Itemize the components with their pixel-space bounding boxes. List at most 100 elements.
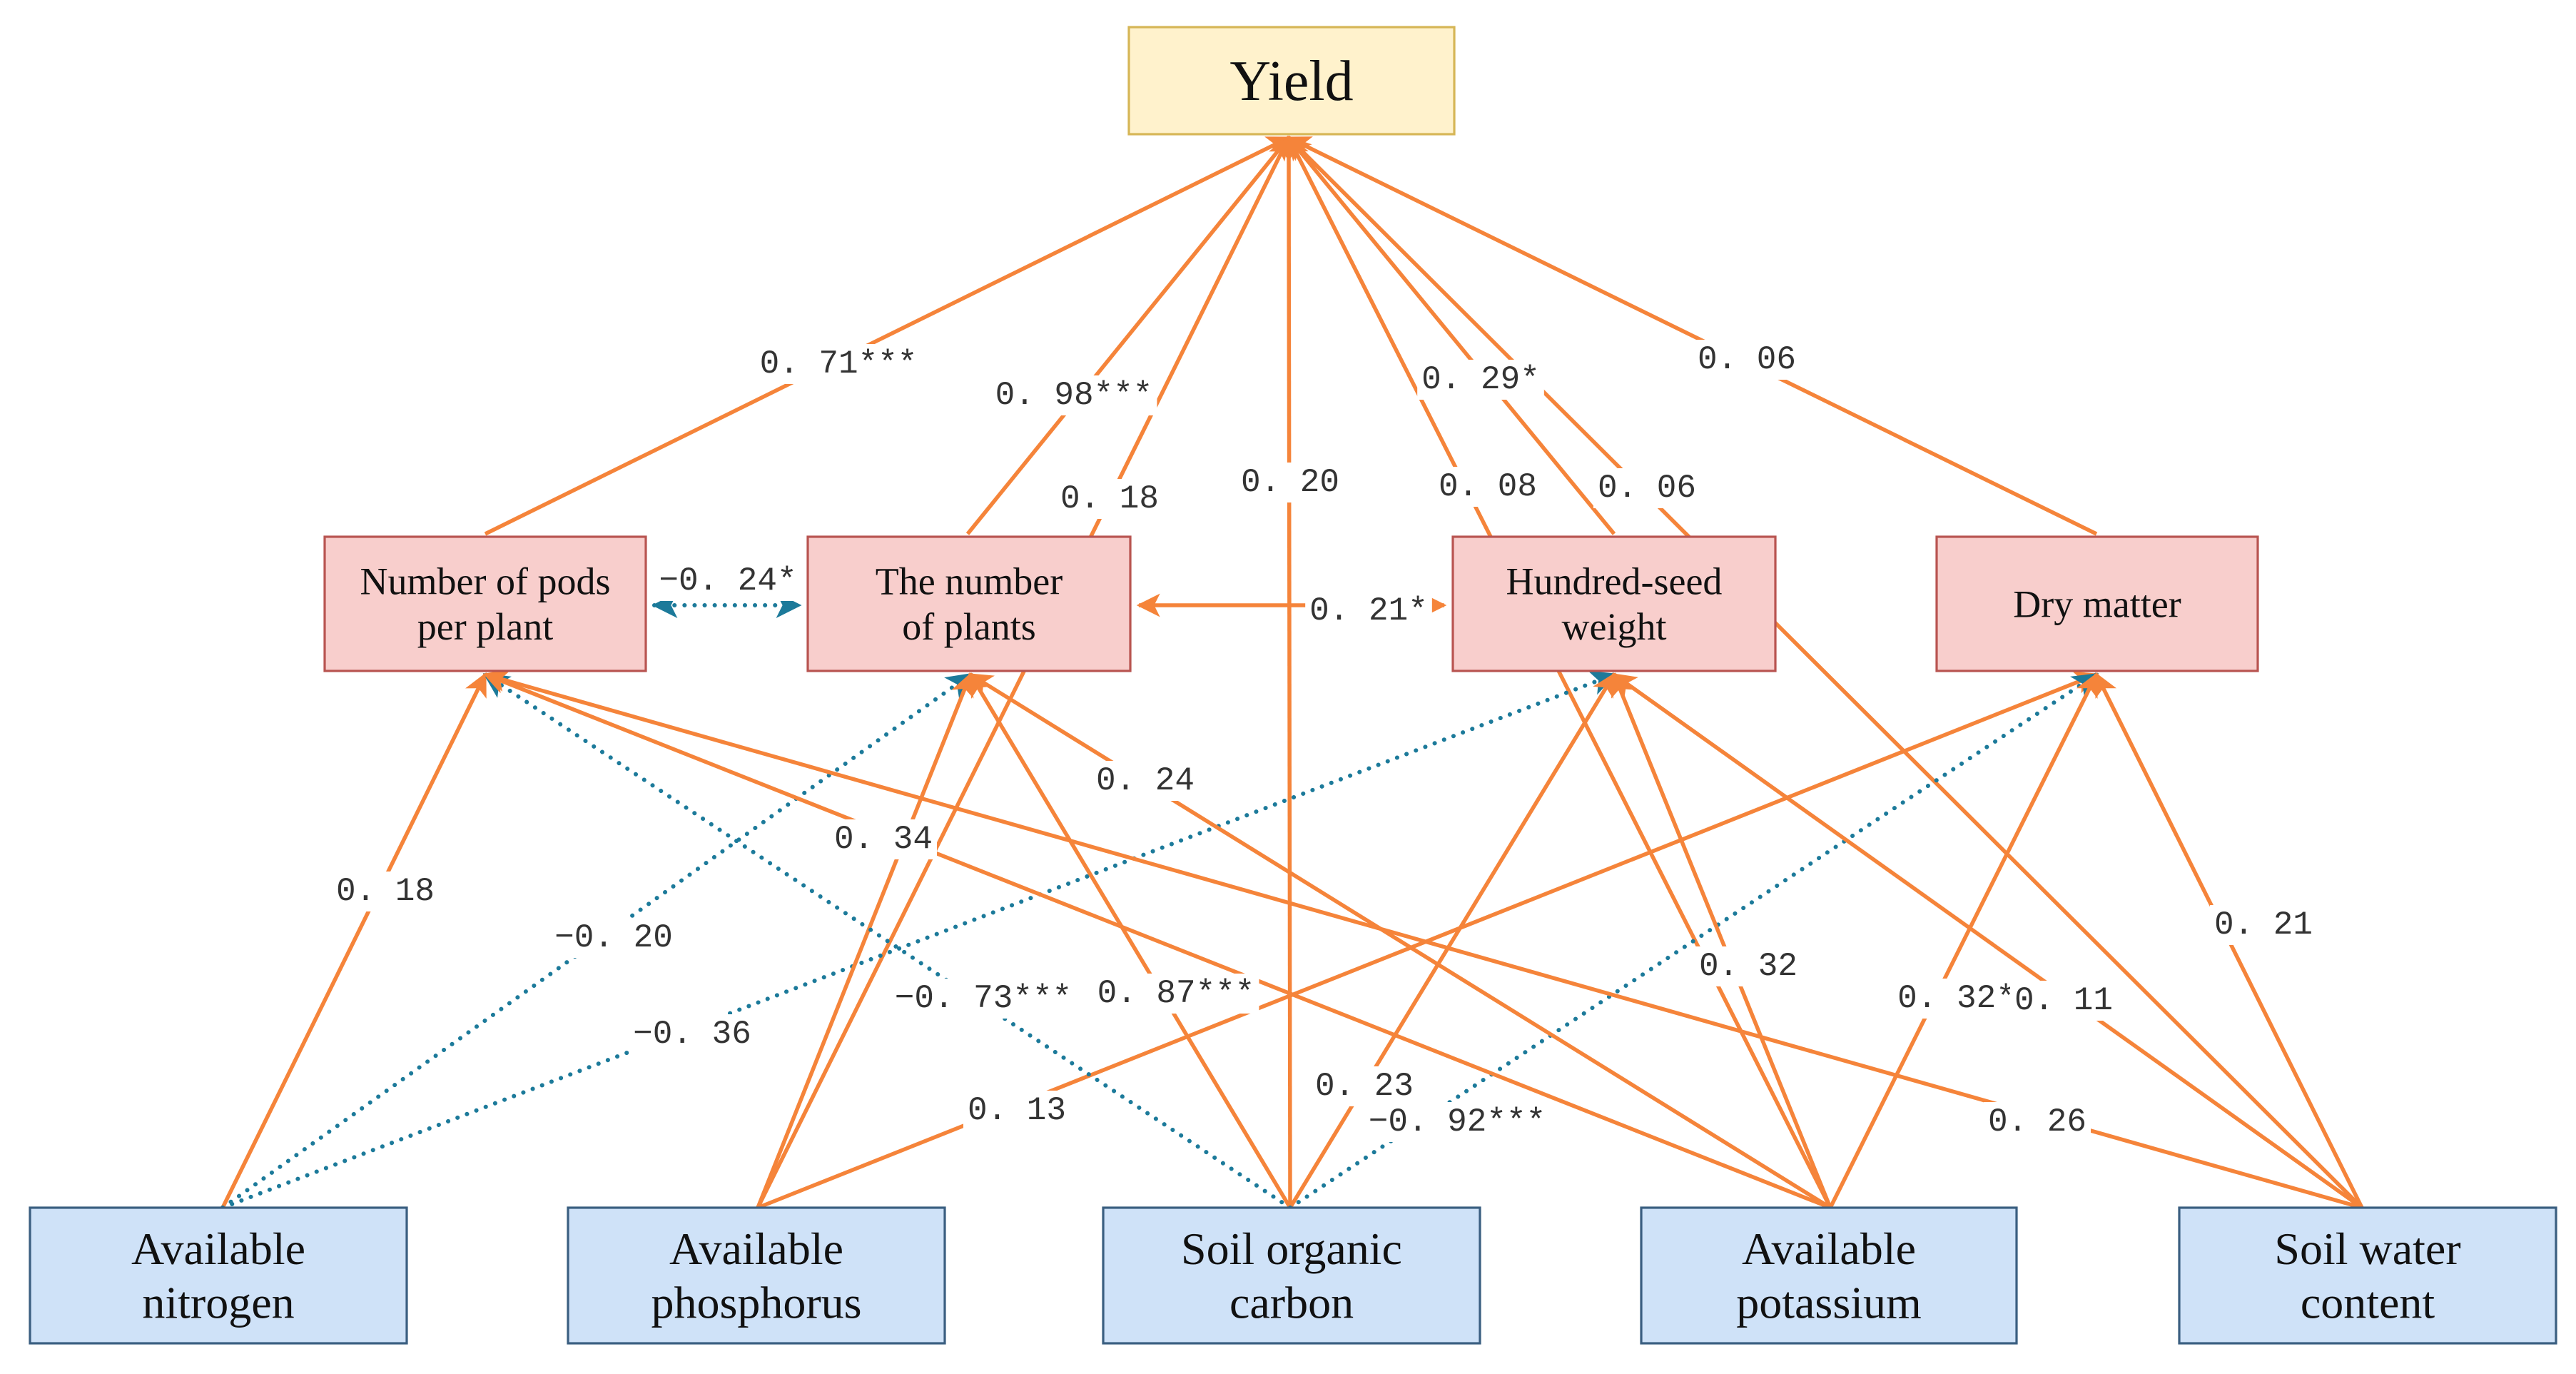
node-ak-label-line-1: Available: [1742, 1223, 1916, 1274]
path-coefficient-ak-to-yield: 0. 08: [1439, 468, 1537, 505]
path-coefficient-hsw-to-yield: 0. 29*: [1421, 361, 1540, 398]
node-pods-box: [323, 535, 647, 672]
path-coefficient-ap-to-yield: 0. 18: [1060, 480, 1159, 517]
path-coefficient-backdrop: [1593, 468, 1701, 508]
path-coefficient-backdrop: [1417, 360, 1544, 400]
node-pods-label-line-2: per plant: [417, 605, 553, 648]
node-ak-box: [1640, 1206, 2018, 1345]
path-coefficient-backdrop: [1693, 340, 1801, 380]
path-coefficient-plants-to-hsw: 0. 21*: [1309, 592, 1428, 630]
node-plants-label-line-1: The number: [876, 560, 1063, 603]
node-yield-box: [1127, 26, 1456, 136]
path-coefficient-backdrop: [755, 344, 922, 384]
path-coefficient-backdrop: [1364, 1102, 1551, 1142]
path-coefficient-an-to-plants: −0. 20: [554, 919, 673, 956]
path-coefficient-backdrop: [1305, 591, 1432, 631]
path-arrow-ak-to-pods: [482, 671, 1832, 1210]
path-coefficient-backdrop: [1310, 1066, 1419, 1106]
node-dm-box: [1935, 535, 2259, 672]
node-dm-label-line-1: Dry matter: [2013, 582, 2181, 625]
path-coefficient-soc-to-hsw: 0. 23: [1315, 1068, 1414, 1105]
path-arrow-ak-to-yield: [1287, 136, 1832, 1209]
path-coefficient-backdrop: [2009, 981, 2118, 1021]
path-arrow-an-to-hsw: [220, 670, 1617, 1210]
path-coefficient-backdrop: [1893, 979, 2020, 1019]
path-arrow-ap-to-yield: [756, 136, 1291, 1209]
path-coefficient-soc-to-yield: 0. 20: [1241, 464, 1339, 501]
path-arrow-dm-to-yield: [1287, 136, 2098, 536]
path-coefficient-pods-to-yield: 0. 71***: [760, 345, 918, 383]
path-coefficient-backdrop: [829, 819, 938, 859]
path-arrow-soc-to-plants: [968, 672, 1292, 1209]
path-coefficient-swc-to-hsw: 0. 11: [2014, 982, 2113, 1019]
path-coefficient-backdrop: [990, 375, 1157, 415]
path-coefficient-soc-to-plants: 0. 87***: [1097, 975, 1255, 1012]
path-coefficient-dm-to-yield: 0. 06: [1698, 341, 1796, 378]
node-soc-label-line-2: carbon: [1229, 1278, 1354, 1328]
node-an-label-line-1: Available: [131, 1223, 305, 1274]
node-pods-label-line-1: Number of pods: [360, 560, 611, 603]
path-coefficient-backdrop: [1092, 974, 1259, 1014]
path-arrow-soc-to-yield: [1277, 135, 1301, 1208]
path-coefficient-plants-to-yield: 0. 98***: [995, 377, 1153, 414]
node-plants-box: [806, 535, 1132, 672]
node-soc-label-line-1: Soil organic: [1181, 1223, 1402, 1274]
path-arrow-ap-to-plants: [756, 672, 974, 1209]
path-arrow-ak-to-dm: [1828, 672, 2099, 1209]
path-coefficient-backdrop: [550, 918, 677, 958]
path-coefficient-backdrop: [2209, 905, 2318, 945]
node-ak-label-line-2: potassium: [1736, 1278, 1922, 1328]
path-coefficient-backdrop: [963, 1091, 1071, 1131]
node-dm: Dry matter: [1935, 535, 2259, 672]
node-hsw-box: [1451, 535, 1777, 672]
path-coefficient-ap-to-dm: 0. 13: [968, 1092, 1066, 1129]
path-coefficient-backdrop: [331, 872, 440, 911]
node-hsw-label-line-1: Hundred-seed: [1506, 560, 1723, 603]
path-coefficient-ak-to-pods: 0. 34: [834, 821, 933, 858]
path-arrow-pods-to-yield: [484, 136, 1291, 536]
path-arrows: [220, 135, 2364, 1210]
path-coefficient-soc-to-dm: −0. 92***: [1369, 1103, 1546, 1141]
node-swc-label-line-2: content: [2301, 1278, 2435, 1328]
path-coefficient-backdrop: [1236, 463, 1344, 502]
node-ap-box: [567, 1206, 946, 1345]
path-coefficient-ak-to-dm: 0. 32*: [1897, 980, 2016, 1017]
path-arrow-hsw-to-yield: [1287, 136, 1616, 535]
node-ap-label-line-1: Available: [669, 1223, 843, 1274]
node-an-box: [29, 1206, 408, 1345]
node-soc-box: [1102, 1206, 1481, 1345]
path-coefficient-backdrop: [890, 979, 1077, 1019]
path-arrow-plants-to-yield: [965, 136, 1291, 535]
node-yield-label-line-1: Yield: [1229, 50, 1353, 113]
path-coefficient-backdrop: [1694, 946, 1802, 986]
path-arrow-ak-to-hsw: [1611, 672, 1832, 1209]
path-coefficient-an-to-hsw: −0. 36: [633, 1016, 751, 1053]
path-coefficient-ak-to-plants: 0. 24: [1096, 762, 1195, 799]
path-coefficient-soc-to-pods: −0. 73***: [895, 980, 1072, 1017]
node-swc-box: [2178, 1206, 2557, 1345]
path-coefficient-swc-to-pods: 0. 26: [1988, 1103, 2086, 1141]
node-an-label-line-2: nitrogen: [142, 1278, 294, 1328]
path-coefficient-swc-to-dm: 0. 21: [2214, 906, 2313, 944]
path-arrow-swc-to-yield: [1287, 136, 2363, 1209]
path-coefficient-labels: 0. 71*** 0. 98*** 0. 29* 0. 06 0. 18 0. 20 0. …: [331, 340, 2318, 1142]
path-coefficient-backdrop: [629, 1014, 756, 1054]
path-coefficient-backdrop: [1983, 1102, 2091, 1142]
path-arrow-an-to-plants: [220, 672, 973, 1210]
path-arrow-swc-to-hsw: [1612, 672, 2363, 1210]
node-hsw-label-line-2: weight: [1562, 605, 1667, 648]
path-coefficient-backdrop: [654, 561, 801, 601]
node-plants-label-line-2: of plants: [902, 605, 1035, 648]
path-coefficient-an-to-pods: 0. 18: [336, 873, 435, 910]
path-coefficient-pods-to-plants: −0. 24*: [659, 562, 796, 600]
path-arrow-soc-to-hsw: [1288, 672, 1616, 1209]
path-arrow-an-to-pods: [220, 672, 487, 1209]
